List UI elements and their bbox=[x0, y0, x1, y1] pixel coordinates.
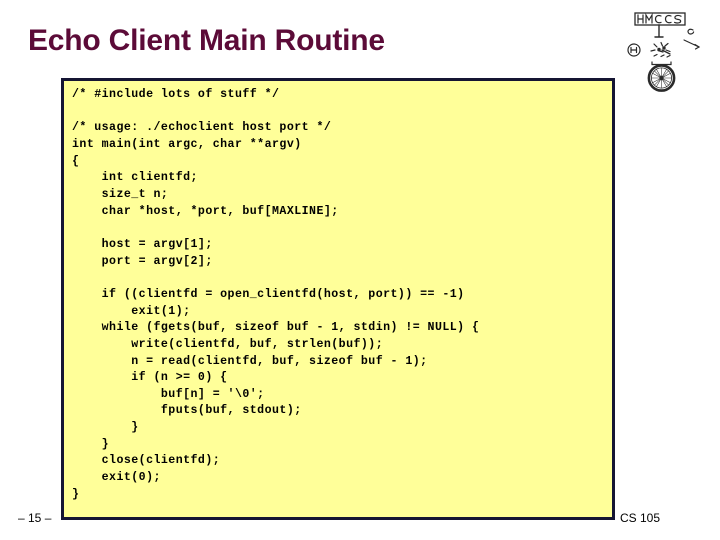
page-number: – 15 – bbox=[18, 511, 52, 525]
hmc-cs-sketch-logo-icon bbox=[621, 6, 709, 92]
course-label: CS 105 bbox=[620, 511, 661, 525]
page-title: Echo Client Main Routine bbox=[28, 24, 385, 57]
code-block: /* #include lots of stuff */ /* usage: .… bbox=[61, 78, 615, 520]
code-listing: /* #include lots of stuff */ /* usage: .… bbox=[72, 88, 480, 501]
